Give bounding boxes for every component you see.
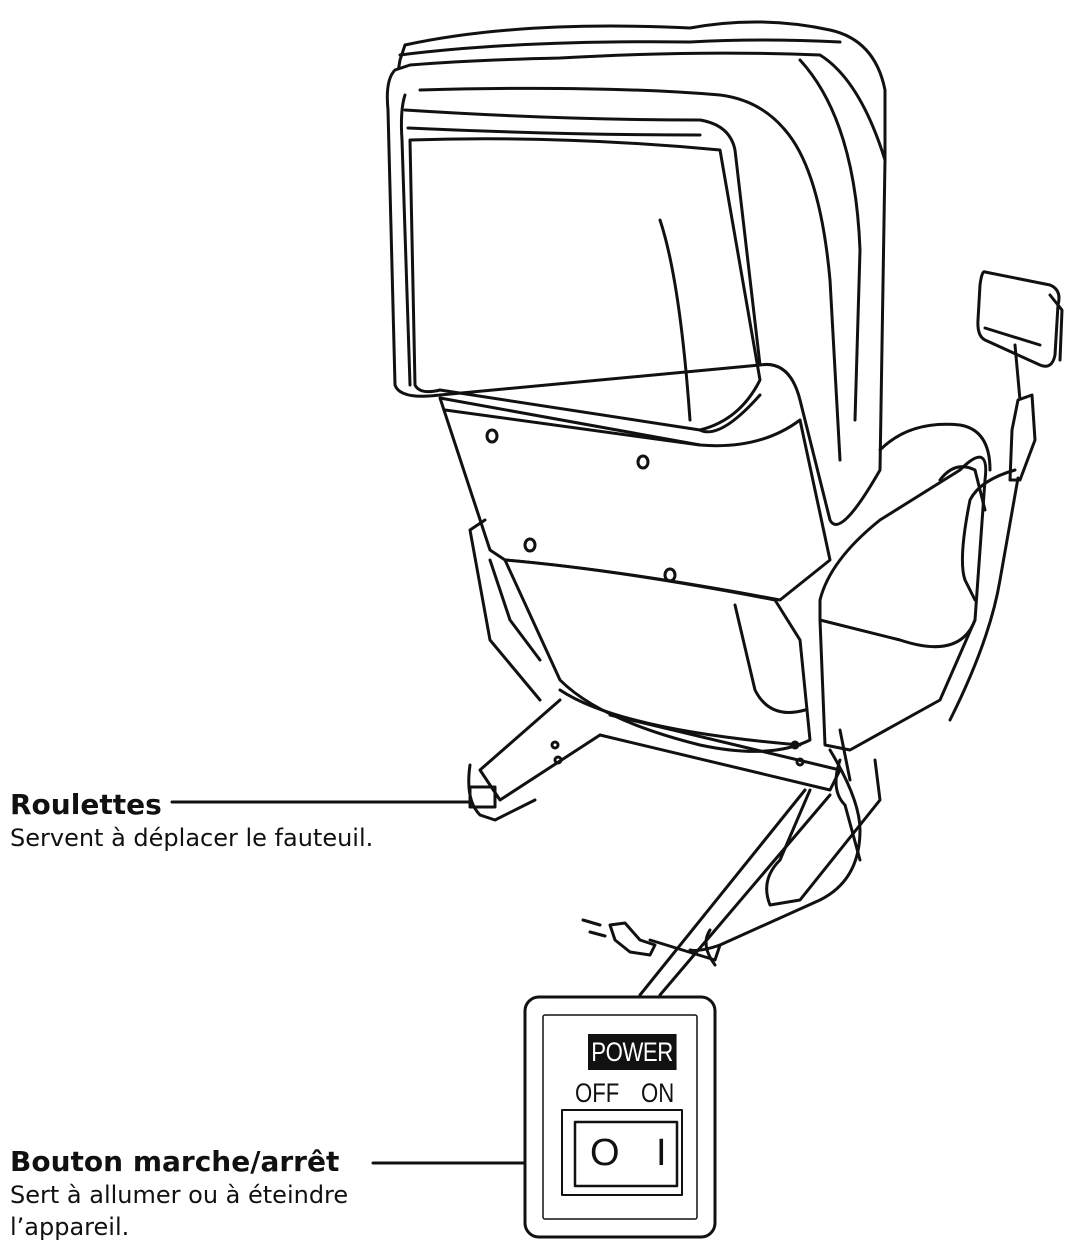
power-rocker-switch[interactable]: O I (578, 1125, 676, 1183)
casters-callout: Roulettes Servent à déplacer le fauteuil… (10, 788, 373, 854)
frame-base (467, 698, 882, 907)
armrest (818, 422, 992, 752)
seat-base (503, 558, 812, 753)
off-label: OFF (575, 1078, 620, 1108)
casters-title: Roulettes (10, 788, 162, 821)
on-label: ON (641, 1078, 675, 1108)
back-cushion (408, 137, 762, 434)
backrest (385, 51, 887, 526)
on-symbol: I (656, 1132, 667, 1174)
power-cable (581, 728, 862, 967)
remote-control (948, 270, 1064, 722)
off-symbol: O (590, 1132, 620, 1174)
power-switch-description: Sert à allumer ou à éteindre l’appareil. (10, 1181, 349, 1241)
casters-description: Servent à déplacer le fauteuil. (10, 824, 374, 852)
power-switch-title: Bouton marche/arrêt (10, 1145, 340, 1178)
power-label: POWER (588, 1034, 677, 1070)
switch-inset-panel (523, 995, 717, 1239)
zoom-leader-lines (638, 788, 832, 997)
power-switch-callout: Bouton marche/arrêt Sert à allumer ou à … (10, 1145, 430, 1243)
